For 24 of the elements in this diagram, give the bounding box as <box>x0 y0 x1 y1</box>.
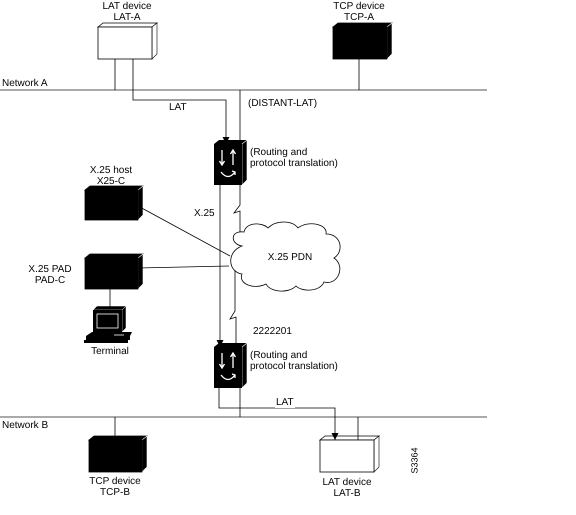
arrow <box>218 388 338 440</box>
annotation-text: (Routing and protocol translation) <box>250 147 338 169</box>
connector-line <box>138 206 230 256</box>
device-label: LAT device LAT-A <box>102 1 152 23</box>
edge-label: LAT <box>275 397 295 408</box>
figure-number: S3364 <box>410 447 421 474</box>
connector-line <box>358 58 360 90</box>
cloud-label: X.25 PDN <box>267 252 313 263</box>
edge-label: 2222201 <box>252 326 293 337</box>
edge-label: LAT <box>168 102 188 113</box>
edge-label: (DISTANT-LAT) <box>247 98 318 109</box>
connector-line <box>232 184 240 232</box>
device-label: X.25 PAD PAD-C <box>28 264 72 286</box>
network-label: Network B <box>2 420 50 431</box>
device-label: LAT device LAT-B <box>322 477 372 499</box>
connector-line <box>138 266 230 268</box>
network-label: Network A <box>2 78 49 89</box>
device-label: TCP device TCP-A <box>333 1 385 23</box>
device-label: TCP device TCP-B <box>89 476 141 498</box>
terminal-label: Terminal <box>90 346 130 357</box>
device-label: X.25 host X25-C <box>90 165 132 187</box>
edge-label: X.25 <box>193 208 216 219</box>
annotation-text: (Routing and protocol translation) <box>250 350 338 372</box>
connector-line <box>114 58 116 90</box>
